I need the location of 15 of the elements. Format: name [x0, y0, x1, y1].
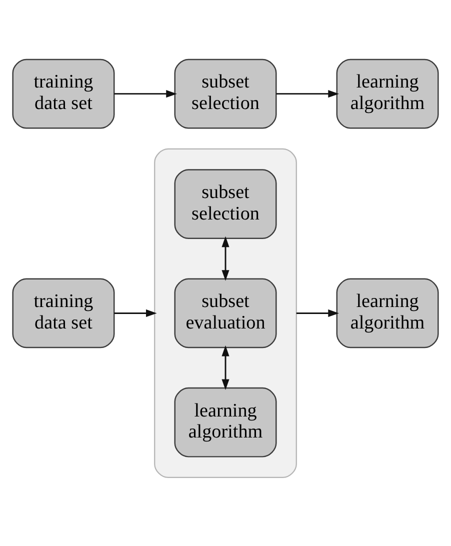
node-box: subset selection [174, 58, 277, 129]
arrow [276, 90, 339, 98]
arrow [222, 236, 230, 281]
cluster [154, 148, 297, 478]
node-box: subset selection [174, 169, 277, 240]
node-box: learning algorithm [174, 387, 277, 458]
arrow [296, 309, 339, 318]
arrow [222, 345, 230, 390]
arrow [114, 90, 177, 98]
arrow [114, 309, 157, 318]
node-box: training data set [12, 278, 115, 348]
node-box: training data set [12, 58, 115, 129]
node-box: subset evaluation [174, 278, 277, 348]
node-box: learning algorithm [336, 58, 439, 129]
node-box: learning algorithm [336, 278, 439, 348]
